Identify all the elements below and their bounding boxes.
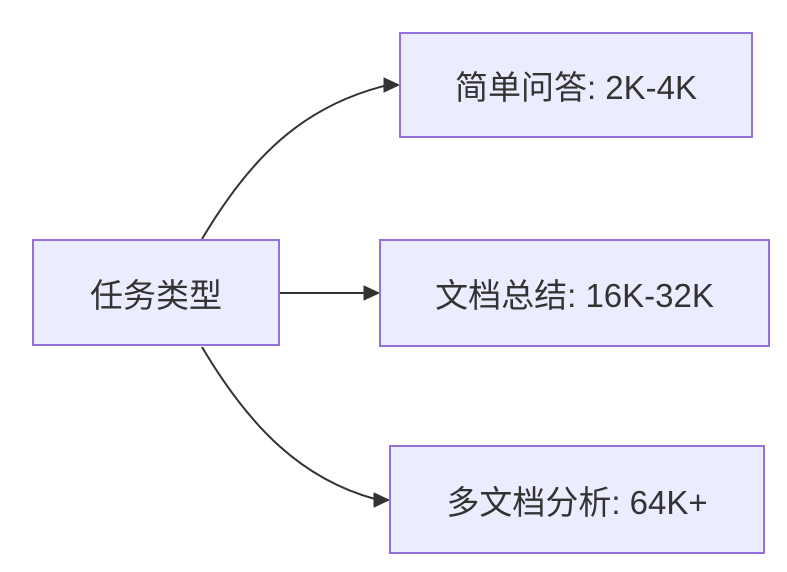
node-multi-doc-analysis-label: 多文档分析: 64K+ bbox=[446, 483, 708, 521]
node-task-type: 任务类型 bbox=[32, 239, 280, 346]
edge-arrowhead-doc-summary bbox=[363, 285, 381, 301]
node-task-type-label: 任务类型 bbox=[90, 276, 222, 314]
edge-root-to-multi-doc bbox=[201, 346, 376, 500]
node-multi-doc-analysis: 多文档分析: 64K+ bbox=[389, 445, 765, 554]
node-simple-qa: 简单问答: 2K-4K bbox=[399, 32, 753, 138]
edge-arrowhead-multi-doc bbox=[373, 492, 391, 508]
node-doc-summary-label: 文档总结: 16K-32K bbox=[435, 277, 714, 314]
node-simple-qa-label: 简单问答: 2K-4K bbox=[454, 69, 698, 106]
node-doc-summary: 文档总结: 16K-32K bbox=[379, 239, 770, 347]
edge-arrowhead-simple-qa bbox=[383, 77, 401, 93]
edge-root-to-simple-qa bbox=[201, 85, 385, 240]
